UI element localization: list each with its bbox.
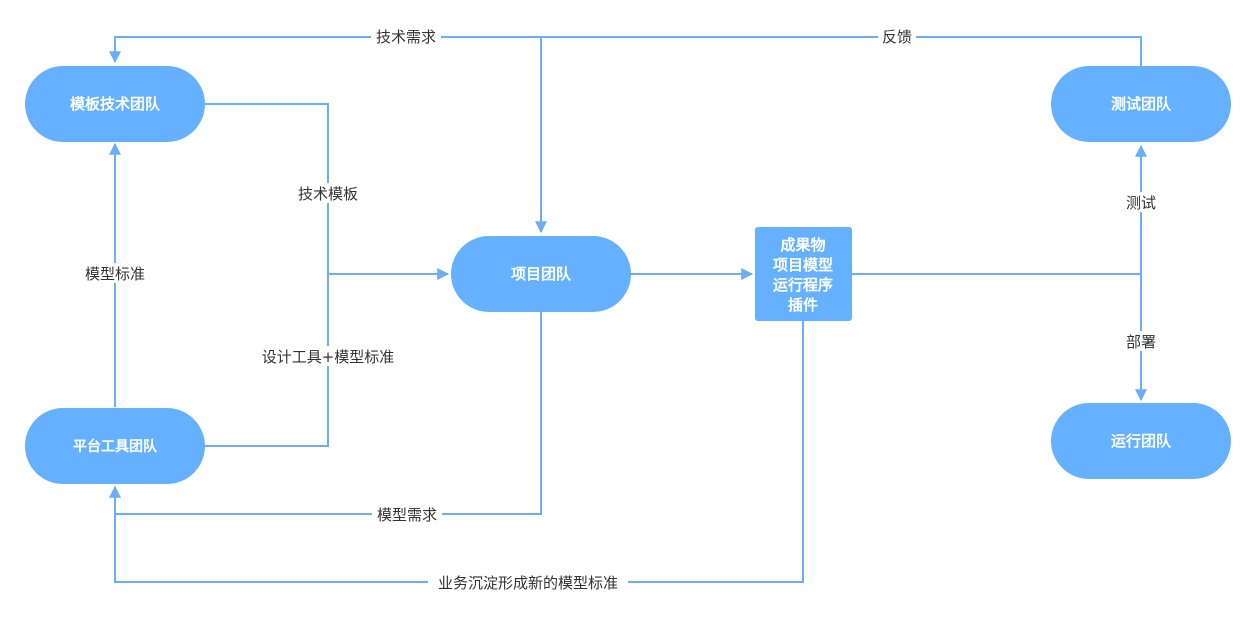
node-platform-team[interactable]: 平台工具团队 <box>25 408 205 484</box>
svg-text:技术需求: 技术需求 <box>376 28 436 46</box>
svg-text:运行团队: 运行团队 <box>1111 432 1172 450</box>
svg-text:运行程序: 运行程序 <box>773 276 833 294</box>
node-test-team[interactable]: 测试团队 <box>1051 66 1231 142</box>
label-new-model-standard: 业务沉淀形成新的模型标准 <box>428 572 628 592</box>
svg-text:部署: 部署 <box>1126 333 1156 351</box>
svg-text:反馈: 反馈 <box>882 28 912 46</box>
label-tech-template: 技术模板 <box>293 183 363 203</box>
node-deliverables[interactable]: 成果物 项目模型 运行程序 插件 <box>755 227 852 321</box>
svg-text:技术模板: 技术模板 <box>298 185 358 203</box>
label-deploy: 部署 <box>1122 331 1160 351</box>
edge-tech-template <box>205 103 329 447</box>
node-ops-team[interactable]: 运行团队 <box>1051 403 1231 479</box>
svg-text:模板技术团队: 模板技术团队 <box>70 95 161 113</box>
svg-text:业务沉淀形成新的模型标准: 业务沉淀形成新的模型标准 <box>438 574 618 592</box>
svg-text:项目模型: 项目模型 <box>773 256 833 274</box>
label-model-standard: 模型标准 <box>80 263 150 283</box>
label-feedback: 反馈 <box>878 27 916 47</box>
label-tech-requirements: 技术需求 <box>371 27 441 47</box>
svg-text:成果物: 成果物 <box>780 236 825 254</box>
edge-new-model-standard <box>114 321 804 583</box>
edge-feedback <box>109 36 1142 67</box>
svg-text:模型需求: 模型需求 <box>377 506 437 524</box>
svg-text:模型标准: 模型标准 <box>85 265 145 283</box>
svg-text:平台工具团队: 平台工具团队 <box>73 438 158 455</box>
label-testing: 测试 <box>1122 192 1160 212</box>
svg-text:项目团队: 项目团队 <box>511 265 572 283</box>
svg-text:测试团队: 测试团队 <box>1111 95 1172 113</box>
label-tools-and-standard: 设计工具+模型标准 <box>255 346 401 366</box>
svg-text:测试: 测试 <box>1126 194 1156 212</box>
edge-model-requirements <box>109 312 542 515</box>
svg-text:设计工具+模型标准: 设计工具+模型标准 <box>262 348 395 366</box>
node-project-team[interactable]: 项目团队 <box>451 236 631 312</box>
svg-text:插件: 插件 <box>788 296 818 314</box>
label-model-requirements: 模型需求 <box>372 504 442 524</box>
node-template-team[interactable]: 模板技术团队 <box>25 66 205 142</box>
